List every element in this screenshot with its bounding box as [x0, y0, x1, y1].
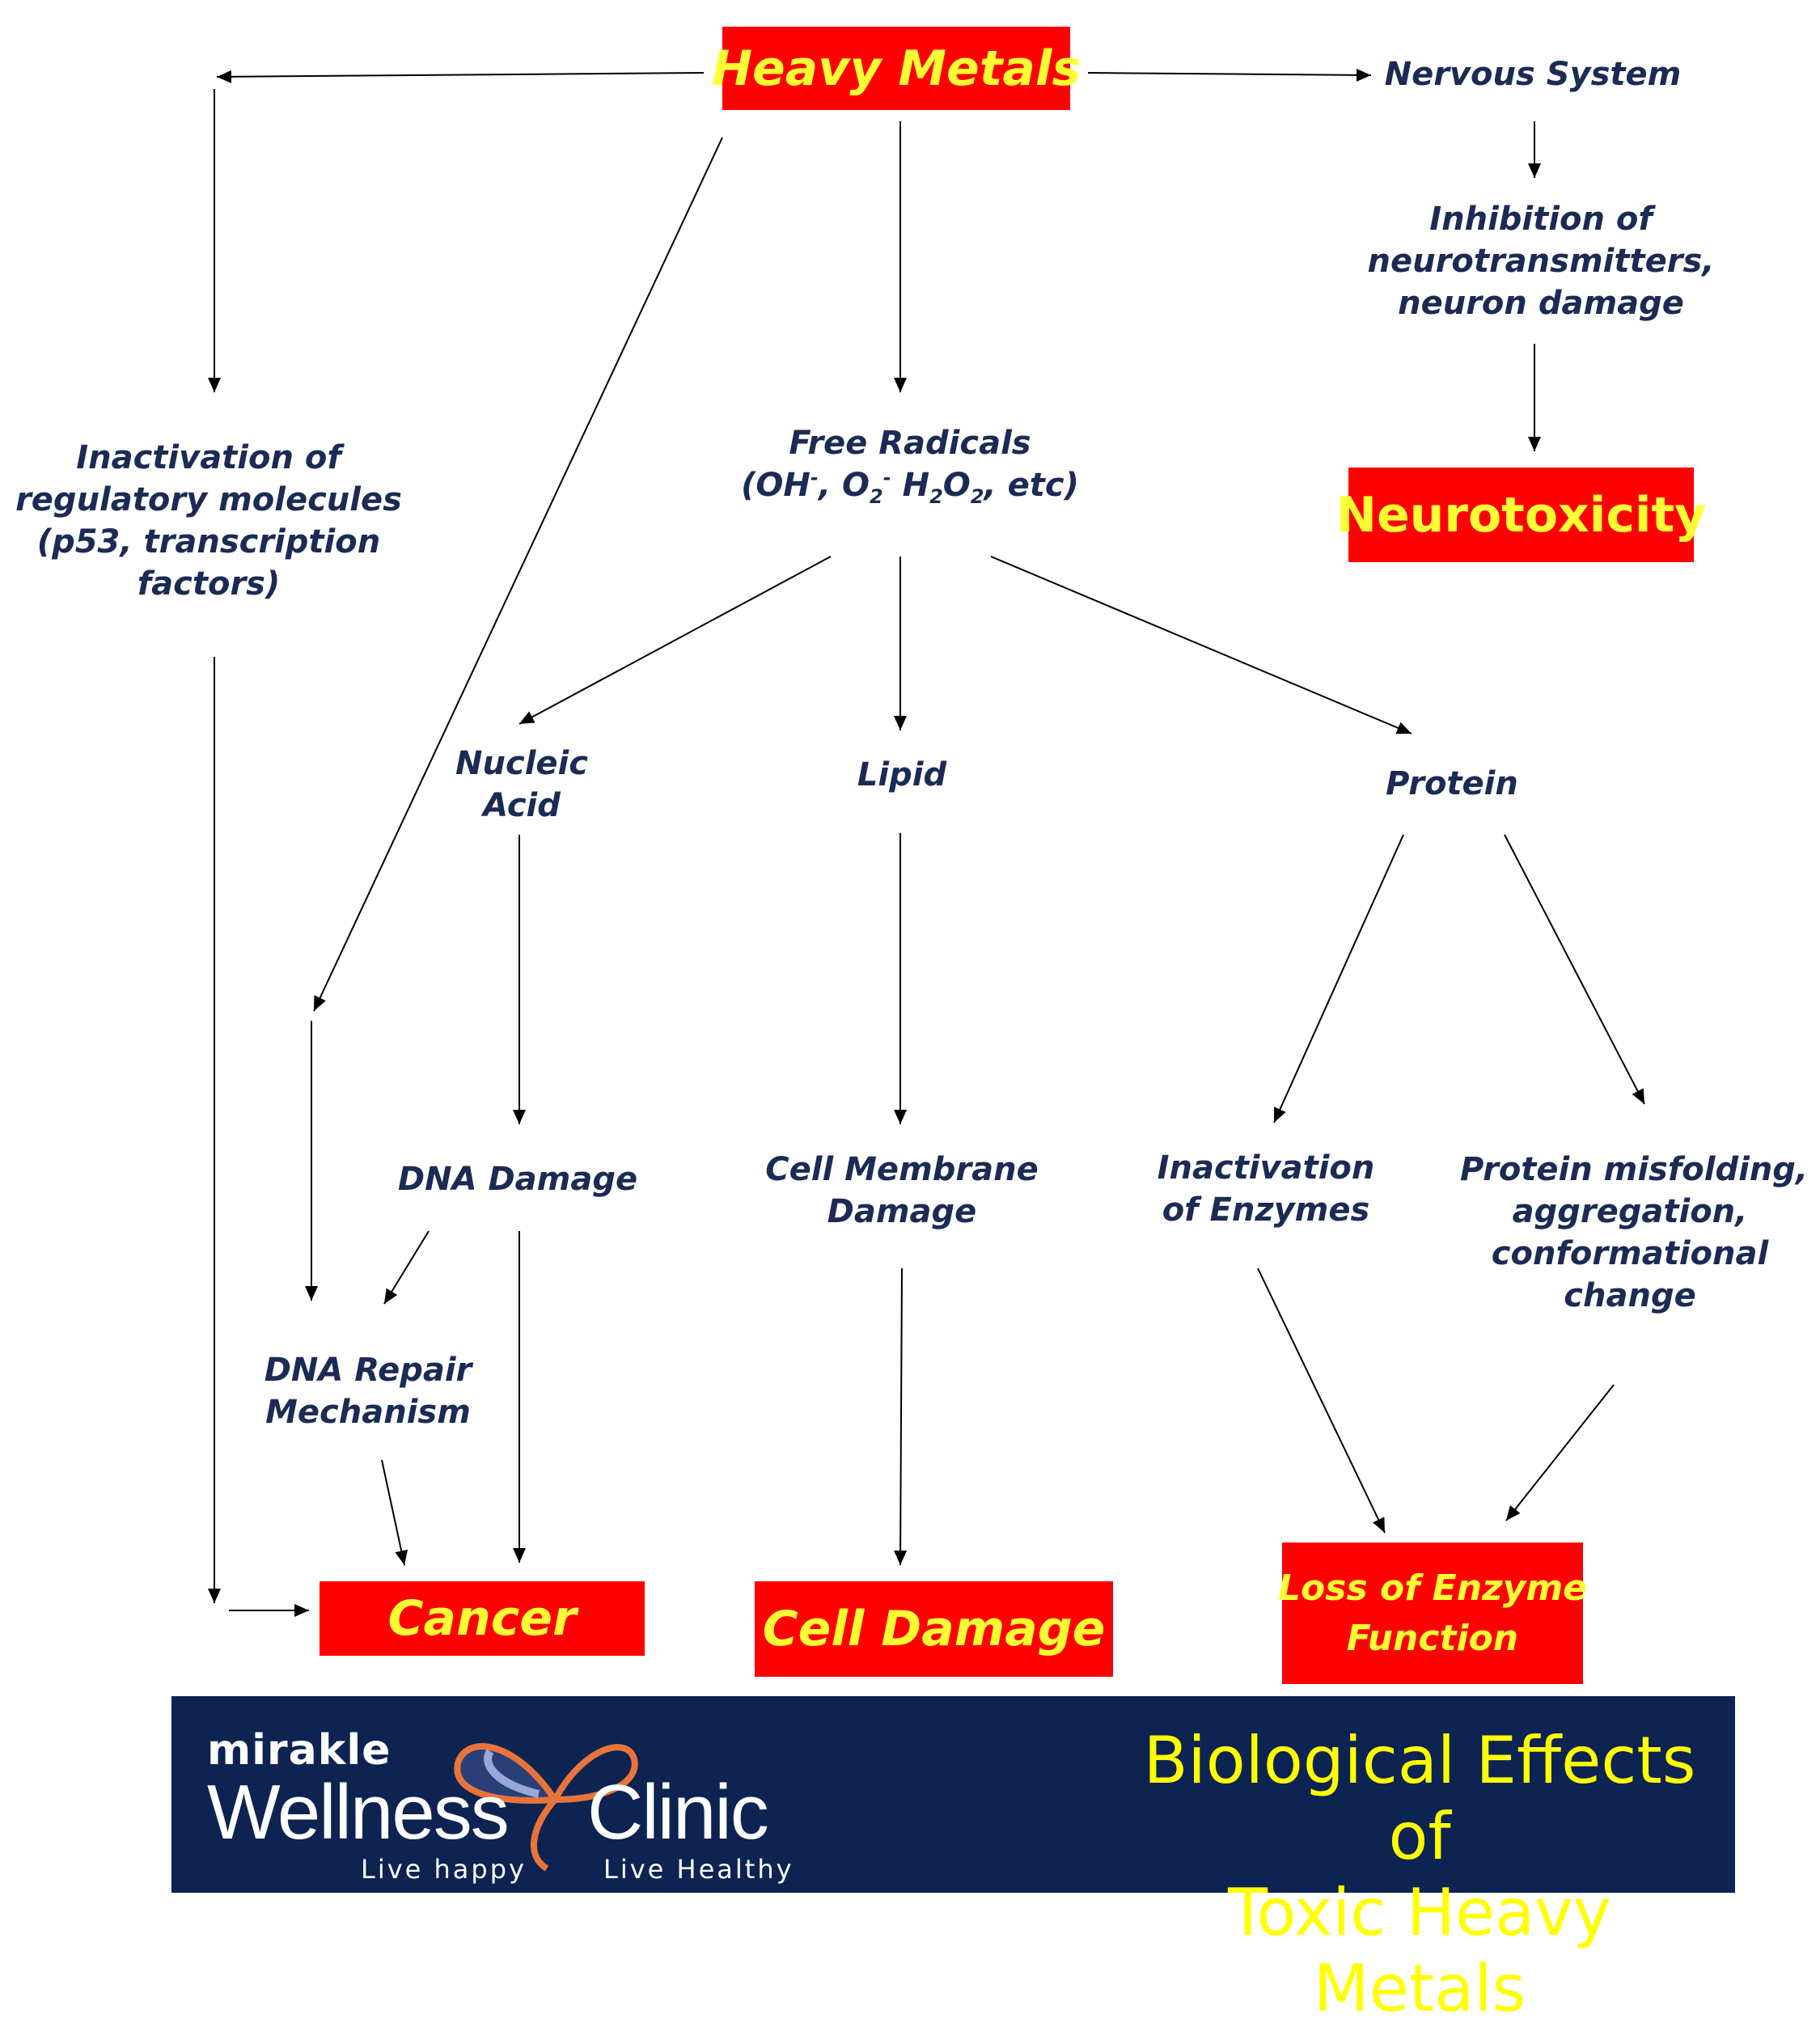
arrow-hm-left — [216, 70, 705, 83]
tagline-left: Live happy — [361, 1854, 527, 1885]
lipid-label: Lipid — [857, 756, 947, 793]
cancer-box: Cancer — [320, 1581, 645, 1656]
arrow-layer — [208, 68, 1645, 1617]
inactivation-regulatory-label: Inactivation of regulatory molecules (p5… — [15, 439, 402, 603]
neurotoxicity-box: Neurotoxicity — [1336, 468, 1706, 562]
loss-enzyme-line1: Loss of Enzyme — [1278, 1567, 1588, 1609]
inactivation-enzymes-label: Inactivation of Enzymes — [1157, 1149, 1375, 1229]
arrow-membrane-celldamage — [894, 1267, 908, 1566]
cell-damage-box: Cell Damage — [755, 1581, 1113, 1677]
heavy-metals-box: Heavy Metals — [712, 27, 1081, 110]
protein-misfolding-label: Protein misfolding, aggregation, conform… — [1460, 1151, 1809, 1314]
free-radicals-label: Free Radicals (OH-, O2- H2O2, etc) — [728, 422, 1092, 506]
arrow-fr-nucleic — [518, 556, 832, 725]
arrow-fr-protein — [990, 556, 1412, 734]
arrow-protein-enzymes — [1273, 834, 1404, 1124]
cancer-label: Cancer — [387, 1590, 577, 1647]
free-radicals-formula: (OH-, O2- H2O2, etc) — [741, 466, 1079, 508]
cell-membrane-damage-label: Cell Membrane Damage — [765, 1151, 1039, 1230]
dna-repair-label: DNA Repair Mechanism — [264, 1352, 472, 1431]
brand-wellness: Wellness — [207, 1769, 510, 1856]
arrow-dna-repair — [383, 1230, 430, 1305]
protein-label: Protein — [1386, 765, 1518, 802]
clinic-logo: mirakle Wellness Clinic Live happy Live … — [207, 1715, 822, 1885]
nucleic-acid-label: Nucleic Acid — [455, 745, 588, 824]
footer-title: Biological Effects of Toxic Heavy Metals — [1143, 1723, 1696, 2026]
arrow-misfold-loss — [1505, 1384, 1615, 1521]
inhibition-label: Inhibition of neurotransmitters, neuron … — [1367, 201, 1715, 322]
nervous-system-label: Nervous System — [1384, 56, 1682, 93]
tagline-right: Live Healthy — [603, 1854, 794, 1885]
loss-enzyme-box: Loss of Enzyme Function — [1278, 1542, 1587, 1684]
arrow-hm-nervous — [1087, 68, 1372, 82]
arrow-enzymes-loss — [1257, 1267, 1386, 1534]
brand-clinic: Clinic — [587, 1769, 769, 1856]
heavy-metals-label: Heavy Metals — [711, 40, 1081, 97]
cell-damage-label: Cell Damage — [762, 1601, 1106, 1657]
loss-enzyme-line2: Function — [1346, 1617, 1519, 1659]
arrow-hm-diagonal — [313, 137, 723, 1012]
arrow-repair-cancer — [381, 1459, 408, 1566]
butterfly-logo-icon — [454, 1743, 638, 1872]
footer-banner — [171, 1696, 1735, 1893]
neurotoxicity-label: Neurotoxicity — [1335, 486, 1707, 544]
dna-damage-label: DNA Damage — [397, 1161, 638, 1198]
brand-mirakle: mirakle — [207, 1726, 392, 1775]
arrow-protein-misfold — [1504, 834, 1645, 1105]
